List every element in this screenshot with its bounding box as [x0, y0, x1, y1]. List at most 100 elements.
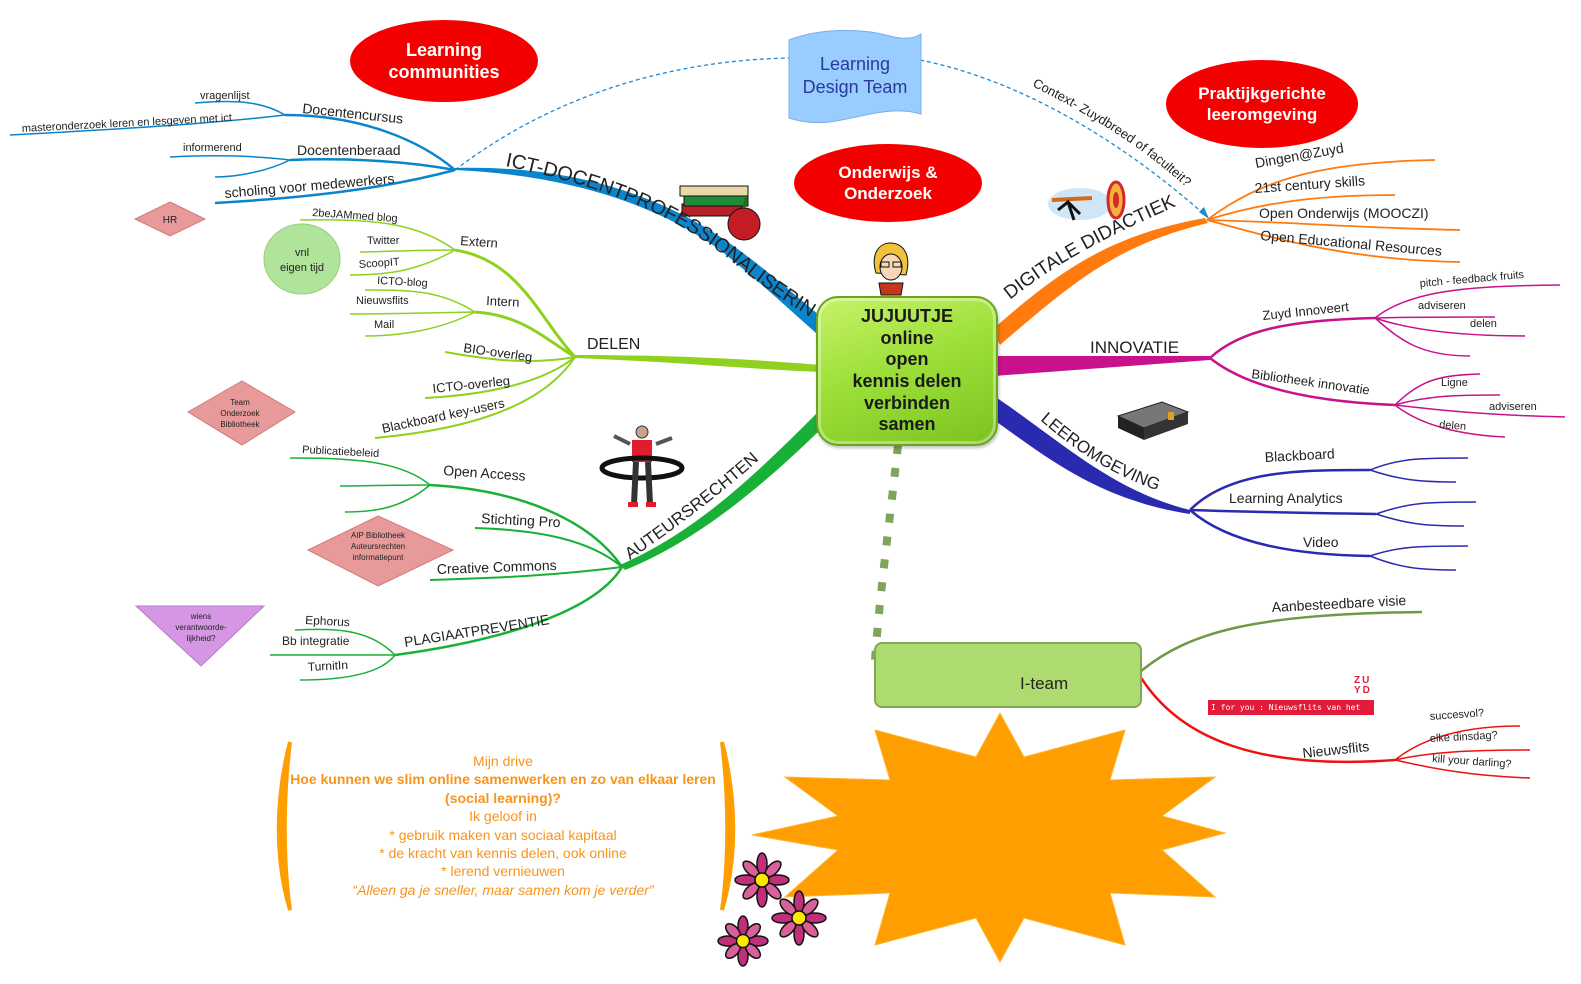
node-2bejammed[interactable]: 2beJAMmed blog: [312, 207, 398, 225]
node-adviseren-bib[interactable]: adviseren: [1489, 401, 1537, 413]
node-ephorus[interactable]: Ephorus: [305, 613, 350, 629]
node-bio-overleg[interactable]: BIO-overleg: [463, 340, 534, 365]
aip-diamond: [306, 515, 455, 587]
callout-line: Onderwijs &: [838, 162, 938, 182]
drive-bracket-left: [276, 741, 292, 911]
node-nieuwsflits-intern[interactable]: Nieuwsflits: [356, 295, 409, 307]
node-oer[interactable]: Open Educational Resources: [1260, 227, 1443, 259]
branch-label-delen[interactable]: DELEN: [587, 336, 640, 353]
node-ligne[interactable]: Ligne: [1441, 377, 1468, 389]
node-delen-bib[interactable]: delen: [1439, 419, 1467, 433]
hr-label: HR: [163, 215, 177, 226]
callout-line: leeromgeving: [1206, 105, 1318, 124]
branch-didactiek: [992, 159, 1461, 345]
node-nieuwsflits[interactable]: Nieuwsflits: [1302, 738, 1370, 761]
drive-bullet: * gebruik maken van sociaal kapitaal: [389, 826, 617, 843]
callout-line: Praktijkgerichte: [1198, 83, 1326, 103]
avatar-icon: [873, 242, 909, 296]
branch-leeromgeving: [994, 396, 1477, 571]
callout-onderwijs-onderzoek[interactable]: Onderwijs & Onderzoek: [794, 144, 982, 222]
node-elke-dinsdag[interactable]: elke dinsdag?: [1430, 729, 1498, 745]
callout-line: Onderzoek: [844, 184, 932, 203]
zuyd-logo-line: YD: [1354, 685, 1372, 696]
node-open-access[interactable]: Open Access: [443, 462, 526, 484]
node-publicatiebeleid[interactable]: Publicatiebeleid: [302, 444, 380, 460]
central-topic[interactable]: JUJUUTJE online open kennis delen verbin…: [816, 296, 998, 446]
node-stichting-pro[interactable]: Stichting Pro: [481, 510, 561, 530]
branch-label-auteursrechten[interactable]: AUTEURSRECHTEN: [621, 449, 762, 564]
node-open-onderwijs[interactable]: Open Onderwijs (MOOCZI): [1259, 205, 1429, 221]
branch-label-innovatie[interactable]: INNOVATIE: [1090, 338, 1179, 357]
branch-delen: [299, 218, 822, 439]
zuyd-logo-line: ZU: [1354, 675, 1372, 686]
node-adviseren-zuyd[interactable]: adviseren: [1418, 300, 1466, 312]
node-twitter[interactable]: Twitter: [367, 235, 400, 247]
node-vragenlijst[interactable]: vragenlijst: [200, 90, 250, 102]
node-docentenberaad[interactable]: Docentenberaad: [297, 142, 401, 158]
wiens-triangle: [134, 605, 266, 667]
node-bb-integratie[interactable]: Bb integratie: [282, 634, 350, 648]
drive-quote: “Alleen ga je sneller, maar samen kom je…: [352, 881, 654, 898]
ldt-line: Learning: [819, 53, 891, 74]
drive-question: Hoe kunnen we slim online samenwerken en…: [290, 771, 716, 806]
wiens-label-3: lijkheid?: [187, 634, 216, 643]
central-line: samen: [878, 414, 936, 435]
callout-praktijkgerichte[interactable]: Praktijkgerichte leeromgeving: [1166, 60, 1358, 148]
mijn-drive: Mijn drive Hoe kunnen we slim online sam…: [288, 752, 718, 899]
node-turnitin[interactable]: TurnitIn: [307, 658, 348, 674]
starburst-shape: [751, 711, 1227, 964]
drive-heading: Mijn drive: [473, 753, 533, 769]
iteam-link: [871, 444, 902, 661]
nieuwsflits-banner[interactable]: I for you : Nieuwsflits van het I-team: [1208, 700, 1374, 727]
vnl-label-2: eigen tijd: [280, 262, 324, 274]
callout-line: Learning: [405, 39, 482, 60]
node-learning-analytics[interactable]: Learning Analytics: [1229, 490, 1343, 506]
flower-icon: [734, 852, 790, 908]
node-intern[interactable]: Intern: [486, 293, 520, 310]
branch-iteam: [1138, 610, 1531, 779]
node-blackboard[interactable]: Blackboard: [1264, 445, 1335, 465]
node-masteronderzoek[interactable]: masteronderzoek leren en lesgeven met ic…: [22, 112, 233, 135]
node-icto-blog[interactable]: ICTO-blog: [377, 275, 428, 290]
node-aanbesteedbare-visie[interactable]: Aanbesteedbare visie: [1271, 592, 1407, 615]
target-runner-icon: [1048, 180, 1126, 221]
node-mail[interactable]: Mail: [374, 319, 394, 331]
team-onderzoek-label-1: Team: [230, 398, 250, 407]
central-line: kennis delen: [852, 371, 962, 391]
node-succesvol[interactable]: succesvol?: [1429, 707, 1484, 723]
node-21st-century[interactable]: 21st century skills: [1254, 172, 1365, 196]
node-kill-your-darling[interactable]: kill your darling?: [1432, 753, 1512, 771]
team-onderzoek-label-2: Onderzoek: [220, 409, 260, 418]
vnl-label-1: vnl: [295, 247, 309, 259]
team-onderzoek-label-3: Bibliotheek: [220, 420, 260, 429]
node-creative-commons[interactable]: Creative Commons: [437, 557, 557, 577]
iteam-label: I-team: [1020, 674, 1069, 693]
drive-bullet: * lerend vernieuwen: [441, 863, 565, 880]
central-line: verbinden: [863, 392, 951, 413]
books-apple-icon: [679, 185, 761, 241]
node-icto-overleg[interactable]: ICTO-overleg: [432, 373, 511, 396]
node-scoopit[interactable]: ScoopIT: [358, 256, 400, 271]
zuyd-logo: ZU YD: [1354, 676, 1372, 696]
ldt-connector-right: [919, 59, 1206, 216]
central-line: JUJUUTJE: [860, 306, 954, 327]
node-plagiaatpreventie[interactable]: PLAGIAATPREVENTIE: [403, 611, 550, 650]
drive-bracket-right: [720, 741, 736, 911]
node-informerend[interactable]: informerend: [183, 142, 242, 154]
flower-icon: [717, 915, 769, 967]
drive-bullet: * de kracht van kennis delen, ook online: [379, 845, 627, 862]
central-line: open: [885, 349, 929, 370]
arrowhead-icon: [1199, 207, 1209, 219]
node-video[interactable]: Video: [1303, 534, 1339, 550]
callout-line: communities: [388, 62, 500, 82]
wiens-label-2: verantwoorde-: [175, 623, 226, 632]
aip-label-1: AIP Bibliotheek: [351, 531, 406, 540]
node-extern[interactable]: Extern: [460, 233, 499, 251]
iteam-node[interactable]: I-team: [874, 642, 1142, 708]
hula-hoop-person-icon: [599, 425, 685, 507]
node-delen-zuyd[interactable]: delen: [1470, 318, 1497, 330]
node-bibliotheek-innovatie[interactable]: Bibliotheek innovatie: [1251, 366, 1371, 397]
